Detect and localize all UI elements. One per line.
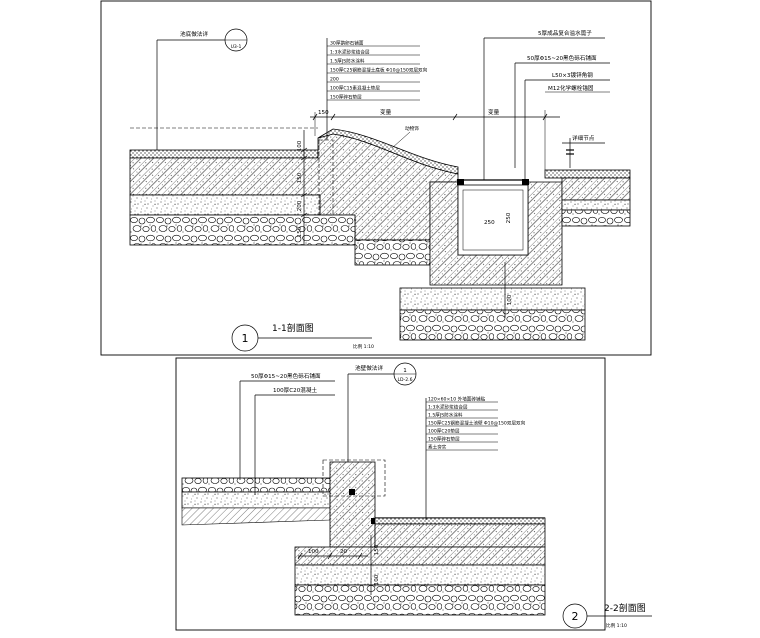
dim-tick — [327, 552, 333, 560]
dim-base: 100 — [507, 294, 513, 305]
dim-top-c: 变量 — [488, 108, 500, 116]
anchor-bolt-label: M12化学螺栓锚固 — [548, 84, 594, 92]
section-2-frame — [175, 357, 606, 631]
section-2-scale: 比例 1:10 — [606, 622, 627, 629]
pool-edge-detail-outline — [318, 139, 334, 216]
pool-bottom-ref-sheet: U3-1 — [231, 44, 242, 50]
dim-bottom-b: 20 — [340, 549, 348, 555]
section-2-2: 50厚Φ15~20黑色砾石铺面 100厚C20混凝土 池壁做法详 1 LD-2.… — [175, 357, 652, 631]
dim-tick — [300, 212, 308, 218]
trough-channel — [457, 184, 529, 256]
slope-note-label: 动物饰 — [405, 125, 419, 132]
section-1-scale: 比例 1:10 — [353, 343, 374, 350]
dim-left-2: 150 — [297, 172, 303, 183]
layer-item: 150厚碎石垫层 — [330, 94, 362, 101]
section-1-title: 1-1剖面图 — [272, 322, 314, 334]
right-paving-concrete — [561, 177, 631, 201]
layer-item: 1.5厚JS防水涂料 — [428, 412, 463, 419]
dim-tick — [300, 155, 308, 161]
pool-bottom-ref-label: 池底做法详 — [180, 30, 208, 38]
wall-ref-label: 池壁做法详 — [355, 364, 383, 372]
section-2-title-number: 2 — [572, 610, 579, 623]
section-1-1: 池底做法详 U3-1 30厚鹅卵石铺面 1:3水泥砂浆结合层 1.5厚JS防水涂… — [100, 0, 652, 356]
step-gravel-layer — [354, 239, 431, 266]
dim-top-a: 150 — [318, 110, 329, 116]
layer-item: 素土夯实 — [428, 444, 447, 451]
gravel-label: 50厚Φ15~20黑色砾石铺面 — [251, 372, 321, 380]
pool-gravel-layer — [129, 214, 356, 246]
layer-item: 150厚C25钢筋混凝土底板 Φ10@150双层双向 — [330, 67, 428, 74]
slope-note-leader — [391, 131, 411, 149]
layer-item: 120×60×10 外墙面砖铺贴 — [428, 396, 486, 403]
pool-floor-tile — [374, 517, 546, 525]
layer-item: 1:3水泥砂浆结合层 — [428, 404, 468, 411]
grate-support-right — [522, 179, 529, 185]
footing-cushion — [294, 564, 546, 586]
footing-gravel — [294, 584, 546, 616]
layer-item: 30厚鹅卵石铺面 — [330, 40, 364, 47]
wall-ref-number: 1 — [403, 368, 407, 374]
dim-tick — [452, 113, 458, 121]
dim-trough-depth: 250 — [506, 212, 512, 223]
section-1-frame — [100, 0, 652, 356]
layer-item: 1.5厚JS防水涂料 — [330, 58, 365, 65]
right-cushion-layer — [561, 199, 631, 211]
floor-joint-marker — [371, 518, 376, 524]
layer-list: 120×60×10 外墙面砖铺贴 1:3水泥砂浆结合层 1.5厚JS防水涂料 1… — [426, 396, 526, 451]
dim-trough-width: 250 — [484, 220, 495, 226]
layer-item: 150厚C25钢筋混凝土池壁 Φ10@150双层双向 — [428, 420, 526, 427]
dim-left-3: 200 — [297, 200, 303, 211]
dim-tick — [297, 552, 303, 560]
dim-bottom-a: 100 — [308, 549, 319, 555]
layer-list: 30厚鹅卵石铺面 1:3水泥砂浆结合层 1.5厚JS防水涂料 150厚C25钢筋… — [327, 40, 428, 101]
grate-label: 5厚成品复合溢水篦子 — [538, 29, 592, 37]
dim-tick — [300, 192, 308, 198]
trough-base-gravel — [399, 309, 586, 341]
dim-tick — [330, 113, 336, 121]
trough-inner-lining — [462, 189, 524, 251]
paving-concrete-layer — [181, 491, 331, 509]
gravel-label: 50厚Φ15~20黑色砾石铺面 — [527, 54, 597, 62]
grate-support-left — [457, 179, 464, 185]
layer-item: 100厚C15素混凝土垫层 — [330, 85, 380, 92]
wall-ref-sheet: LD-2.6 — [397, 377, 412, 383]
angle-steel-label: L50×3镀锌角钢 — [552, 71, 593, 79]
dim-left-1: 100 — [297, 140, 303, 151]
layer-item: 200 — [330, 77, 339, 83]
dim-right-2: 100 — [374, 574, 380, 585]
layer-item: 150厚碎石垫层 — [428, 436, 460, 443]
layer-item: 1:3水泥砂浆结合层 — [330, 49, 370, 56]
dim-left-4: 150 — [297, 226, 303, 237]
pool-wall — [329, 461, 376, 548]
pool-cushion-layer — [129, 194, 321, 216]
section-1-title-number: 1 — [242, 332, 249, 345]
right-paving-surface — [544, 169, 631, 179]
dim-top-b: 变量 — [380, 108, 392, 116]
dim-right-1: 150 — [374, 544, 380, 555]
paving-gravel-layer — [181, 477, 331, 493]
section-2-title: 2-2剖面图 — [604, 602, 646, 614]
pool-pebble-layer — [129, 149, 319, 159]
trough-base-cushion — [399, 287, 586, 311]
layer-item: 100厚C20垫层 — [428, 428, 460, 435]
sloped-pebble-band — [317, 128, 459, 175]
right-note-label: 详细节点 — [572, 134, 595, 142]
wall-coping-outline — [322, 459, 386, 497]
dim-tick — [300, 147, 308, 153]
dim-tick — [357, 552, 363, 560]
pool-floor-slab — [374, 523, 546, 548]
left-soil — [181, 507, 331, 526]
concrete-label: 100厚C20混凝土 — [273, 386, 317, 394]
wall-joint-marker — [349, 489, 355, 495]
right-gravel-layer — [561, 209, 631, 227]
